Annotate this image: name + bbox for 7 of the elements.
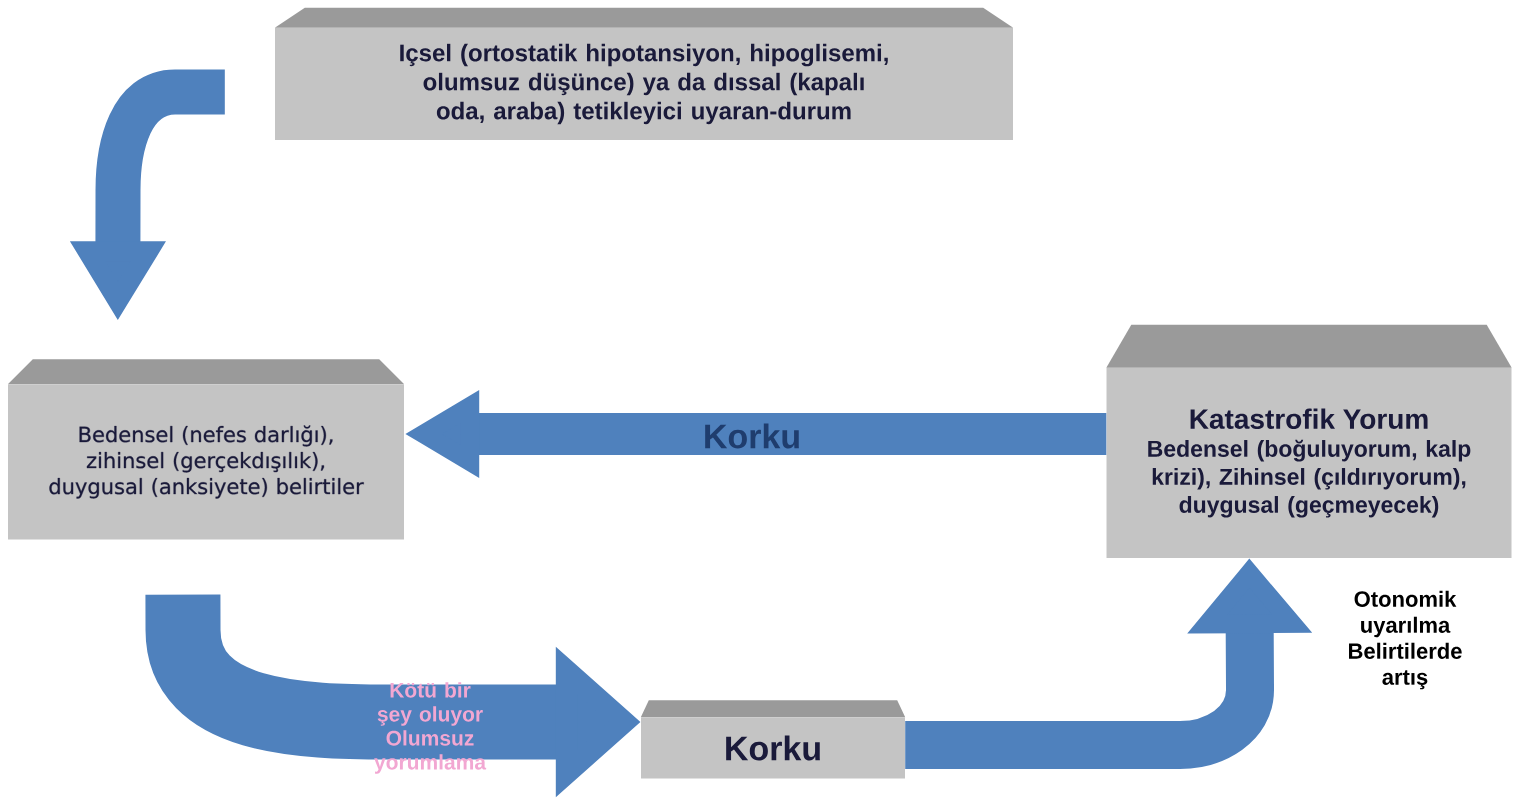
process-box: Korku	[640, 700, 906, 779]
process-box: Katastrofik Yorum Bedensel (boğuluyorum, kalp krizi), Zihinsel (çıldırıyorum), duygusal (geçmeyecek)	[1106, 324, 1512, 558]
process-box: Içsel (ortostatik hipotansiyon, hipoglisemi, olumsuz düşünce) ya da dıssal (kapalı oda, araba) tetikleyici uyaran-durum	[274, 7, 1014, 140]
edge-label: Korku	[705, 423, 799, 449]
edge-label: Kötü bir şey oluyor Olumsuz yorumlama	[374, 682, 487, 774]
edge-label: Otonomik uyarılma Belirtilerde artış	[1349, 590, 1462, 690]
process-box: Bedensel (nefes darlığı), zihinsel (gerçekdışılık), duygusal (anksiyete) belirtiler	[7, 359, 405, 540]
